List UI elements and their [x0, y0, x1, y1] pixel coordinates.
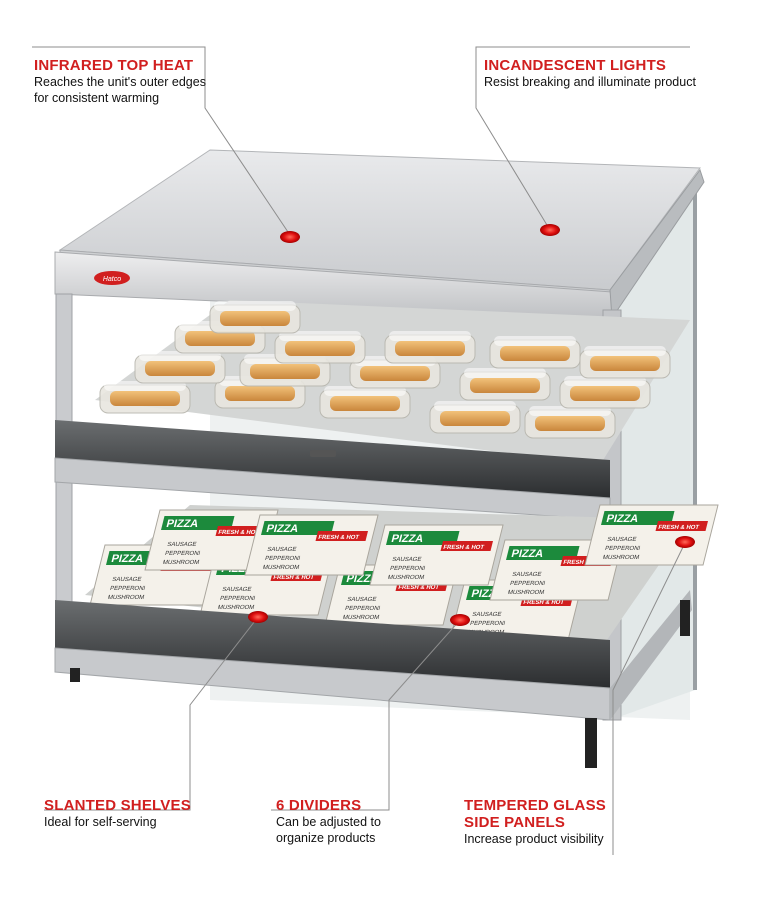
- leg-back-right: [680, 600, 690, 636]
- hatco-logo: [94, 271, 130, 285]
- food-container: [429, 401, 521, 434]
- food-container: [489, 336, 581, 369]
- pizza-box: PIZZA FRESH & HOT SAUSAGE PEPPERONI MUSH…: [584, 504, 719, 566]
- leader-lines: [32, 46, 690, 855]
- svg-text:PIZZA: PIZZA: [165, 518, 200, 530]
- svg-text:PEPPERONI: PEPPERONI: [604, 545, 641, 552]
- svg-text:PEPPERONI: PEPPERONI: [389, 565, 426, 572]
- food-container: [214, 376, 306, 409]
- callout-slanted-shelves: SLANTED SHELVES Ideal for self-serving: [44, 797, 214, 830]
- callout-markers: [248, 224, 695, 626]
- food-container: [459, 368, 551, 401]
- callout-description: Reaches the unit's outer edges for consi…: [34, 75, 206, 105]
- svg-text:FRESH & HOT: FRESH & HOT: [523, 599, 566, 606]
- callout-6-dividers: 6 DIVIDERS Can be adjusted to organize p…: [276, 797, 396, 846]
- svg-text:MUSHROOM: MUSHROOM: [507, 589, 545, 596]
- lower-shelf-rail: [55, 600, 610, 690]
- callout-description: Resist breaking and illuminate product: [484, 75, 696, 89]
- svg-text:FRESH & HOT: FRESH & HOT: [563, 559, 606, 566]
- svg-text:PEPPERONI: PEPPERONI: [469, 620, 506, 627]
- svg-text:PEPPERONI: PEPPERONI: [344, 605, 381, 612]
- food-container: [209, 301, 301, 334]
- food-container: [319, 386, 411, 419]
- svg-text:PIZZA: PIZZA: [265, 523, 300, 535]
- callout-tempered-glass: TEMPERED GLASS SIDE PANELS Increase prod…: [464, 797, 624, 847]
- svg-text:SAUSAGE: SAUSAGE: [167, 541, 198, 548]
- svg-text:PIZZA: PIZZA: [510, 548, 545, 560]
- svg-text:SAUSAGE: SAUSAGE: [347, 596, 378, 603]
- svg-text:SAUSAGE: SAUSAGE: [607, 536, 638, 543]
- svg-text:PEPPERONI: PEPPERONI: [164, 550, 201, 557]
- callout-title: SLANTED SHELVES: [44, 797, 191, 814]
- pizza-box: PIZZA FRESH & HOT SAUSAGE PEPPERONI MUSH…: [369, 524, 504, 586]
- upper-shelf-products: [99, 301, 671, 439]
- svg-text:PEPPERONI: PEPPERONI: [264, 555, 301, 562]
- svg-text:FRESH & HOT: FRESH & HOT: [318, 534, 361, 541]
- svg-text:FRESH & HOT: FRESH & HOT: [218, 529, 261, 536]
- callout-title: 6 DIVIDERS: [276, 797, 362, 814]
- svg-text:PEPPERONI: PEPPERONI: [509, 580, 546, 587]
- callout-description: Increase product visibility: [464, 832, 604, 846]
- svg-text:FRESH & HOT: FRESH & HOT: [273, 574, 316, 581]
- marker-incandescent: [540, 224, 560, 236]
- svg-text:FRESH & HOT: FRESH & HOT: [658, 524, 701, 531]
- svg-text:SAUSAGE: SAUSAGE: [392, 556, 423, 563]
- food-container: [524, 406, 616, 439]
- pizza-box: PIZZA FRESH & HOT SAUSAGE PEPPERONI MUSH…: [244, 514, 379, 576]
- food-container: [274, 331, 366, 364]
- svg-text:PIZZA: PIZZA: [605, 513, 640, 525]
- svg-text:SAUSAGE: SAUSAGE: [222, 586, 253, 593]
- marker-infrared: [280, 231, 300, 243]
- svg-text:PIZZA: PIZZA: [345, 573, 380, 585]
- svg-text:MUSHROOM: MUSHROOM: [387, 574, 425, 581]
- lower-shelf-products: PIZZA FRESH & HOT SAUSAGE PEPPERONI MUSH…: [89, 504, 719, 641]
- upper-shelf-rail: [55, 420, 610, 500]
- marker-glass: [675, 536, 695, 548]
- svg-text:SAUSAGE: SAUSAGE: [267, 546, 298, 553]
- svg-text:SAUSAGE: SAUSAGE: [512, 571, 543, 578]
- svg-text:PIZZA: PIZZA: [390, 533, 425, 545]
- svg-text:MUSHROOM: MUSHROOM: [162, 559, 200, 566]
- leg-front-left: [70, 668, 80, 682]
- marker-dividers: [450, 614, 470, 626]
- svg-text:PEPPERONI: PEPPERONI: [219, 595, 256, 602]
- food-container: [579, 346, 671, 379]
- hatco-logo-text: Hatco: [103, 276, 121, 283]
- svg-text:FRESH & HOT: FRESH & HOT: [398, 584, 441, 591]
- svg-text:MUSHROOM: MUSHROOM: [262, 564, 300, 571]
- svg-text:FRESH & HOT: FRESH & HOT: [443, 544, 486, 551]
- marker-slanted: [248, 611, 268, 623]
- food-container: [384, 331, 476, 364]
- svg-text:PIZZA: PIZZA: [470, 588, 505, 600]
- callout-title: INFRARED TOP HEAT: [34, 57, 194, 74]
- svg-text:MUSHROOM: MUSHROOM: [217, 604, 255, 611]
- callout-title: TEMPERED GLASS SIDE PANELS: [464, 797, 606, 831]
- callout-title: INCANDESCENT LIGHTS: [484, 57, 667, 74]
- pizza-box: PIZZA FRESH & HOT SAUSAGE PEPPERONI MUSH…: [144, 509, 279, 571]
- svg-text:MUSHROOM: MUSHROOM: [342, 614, 380, 621]
- leg-front-right: [585, 718, 597, 768]
- svg-text:MUSHROOM: MUSHROOM: [602, 554, 640, 561]
- food-container: [99, 381, 191, 414]
- callout-infrared-top-heat: INFRARED TOP HEAT Reaches the unit's out…: [34, 57, 214, 106]
- callout-description: Ideal for self-serving: [44, 815, 157, 829]
- svg-text:PEPPERONI: PEPPERONI: [109, 585, 146, 592]
- callout-description: Can be adjusted to organize products: [276, 815, 381, 845]
- callout-incandescent-lights: INCANDESCENT LIGHTS Resist breaking and …: [484, 57, 714, 90]
- svg-text:MUSHROOM: MUSHROOM: [107, 594, 145, 601]
- svg-text:PIZZA: PIZZA: [110, 553, 145, 565]
- food-container: [559, 376, 651, 409]
- food-container: [134, 351, 226, 384]
- svg-text:SAUSAGE: SAUSAGE: [112, 576, 143, 583]
- svg-text:SAUSAGE: SAUSAGE: [472, 611, 503, 618]
